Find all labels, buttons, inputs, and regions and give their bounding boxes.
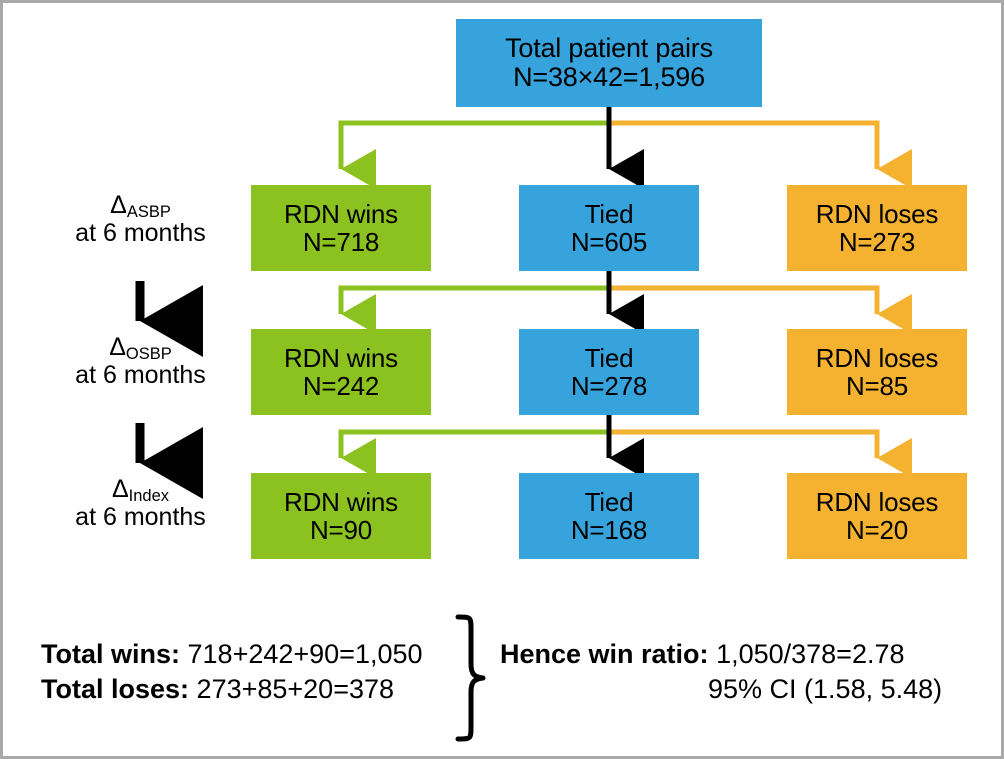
node-label: Tied [584, 198, 634, 229]
summary-confidence-interval: 95% CI (1.58, 5.48) [708, 673, 943, 704]
stage-label-osbp: ΔOSBP at 6 months [33, 333, 248, 389]
stage-timing-index: at 6 months [75, 503, 206, 531]
node-count: N=242 [302, 371, 380, 401]
node-count: N=38×42=1,596 [513, 62, 705, 92]
stage-label-index: ΔIndex at 6 months [33, 475, 248, 531]
node-label: Tied [584, 342, 634, 373]
node-count: N=273 [838, 227, 916, 257]
node-row3-tied[interactable]: Tied N=168 [519, 473, 699, 559]
node-count: N=168 [570, 515, 648, 545]
connector-tied2-to-wins [338, 415, 612, 478]
stage-timing-asbp: at 6 months [75, 219, 206, 247]
node-label: Tied [584, 486, 634, 517]
summary-totals: Total wins: 718+242+90=1,050 Total loses… [41, 637, 423, 706]
node-row1-tied[interactable]: Tied N=605 [519, 185, 699, 271]
summary-total-loses-row: Total loses: 273+85+20=378 [41, 672, 423, 707]
diagram-canvas: Total patient pairs N=38×42=1,596 ΔASBP … [3, 3, 1001, 756]
node-count: N=605 [570, 227, 648, 257]
node-label: RDN loses [815, 486, 939, 517]
summary-total-loses-value: 273+85+20=378 [196, 673, 395, 704]
summary-total-loses-label: Total loses: [41, 673, 190, 704]
stage-label-asbp: ΔASBP at 6 months [33, 191, 248, 247]
node-label: Total patient pairs [505, 32, 713, 63]
stage-symbol-osbp: ΔOSBP [109, 333, 172, 364]
node-row3-rdn-wins[interactable]: RDN wins N=90 [251, 473, 431, 559]
connector-tied1-to-loses [606, 271, 912, 334]
stage-timing-osbp: at 6 months [75, 361, 206, 389]
connector-root-to-loses [606, 107, 912, 189]
summary-win-ratio-value: 1,050/378=2.78 [716, 639, 905, 669]
node-row1-rdn-loses[interactable]: RDN loses N=273 [787, 185, 967, 271]
node-label: RDN loses [815, 342, 939, 373]
node-row2-tied[interactable]: Tied N=278 [519, 329, 699, 415]
node-row1-rdn-wins[interactable]: RDN wins N=718 [251, 185, 431, 271]
node-count: N=85 [845, 371, 909, 401]
summary-total-wins-row: Total wins: 718+242+90=1,050 [41, 637, 423, 672]
node-count: N=90 [309, 515, 373, 545]
node-label: RDN wins [284, 342, 398, 373]
summary-total-wins-label: Total wins: [41, 639, 180, 669]
node-total-patient-pairs[interactable]: Total patient pairs N=38×42=1,596 [456, 19, 762, 107]
node-label: RDN wins [284, 198, 398, 229]
node-label: RDN loses [815, 198, 939, 229]
node-count: N=278 [570, 371, 648, 401]
node-row3-rdn-loses[interactable]: RDN loses N=20 [787, 473, 967, 559]
summary-total-wins-value: 718+242+90=1,050 [187, 639, 423, 669]
summary-win-ratio-label: Hence win ratio: [500, 639, 709, 669]
node-label: RDN wins [284, 486, 398, 517]
node-row2-rdn-wins[interactable]: RDN wins N=242 [251, 329, 431, 415]
node-row2-rdn-loses[interactable]: RDN loses N=85 [787, 329, 967, 415]
node-count: N=718 [302, 227, 380, 257]
connector-root-to-wins [338, 107, 612, 189]
connector-tied1-to-wins [338, 271, 612, 334]
stage-symbol-asbp: ΔASBP [110, 191, 171, 222]
connector-tied2-to-loses [606, 415, 912, 478]
stage-symbol-index: ΔIndex [111, 475, 170, 506]
summary-win-ratio-row: Hence win ratio: 1,050/378=2.78 [500, 637, 942, 672]
summary-brace-icon [455, 614, 486, 742]
summary-win-ratio: Hence win ratio: 1,050/378=2.78 95% CI (… [500, 637, 942, 706]
node-count: N=20 [845, 515, 909, 545]
